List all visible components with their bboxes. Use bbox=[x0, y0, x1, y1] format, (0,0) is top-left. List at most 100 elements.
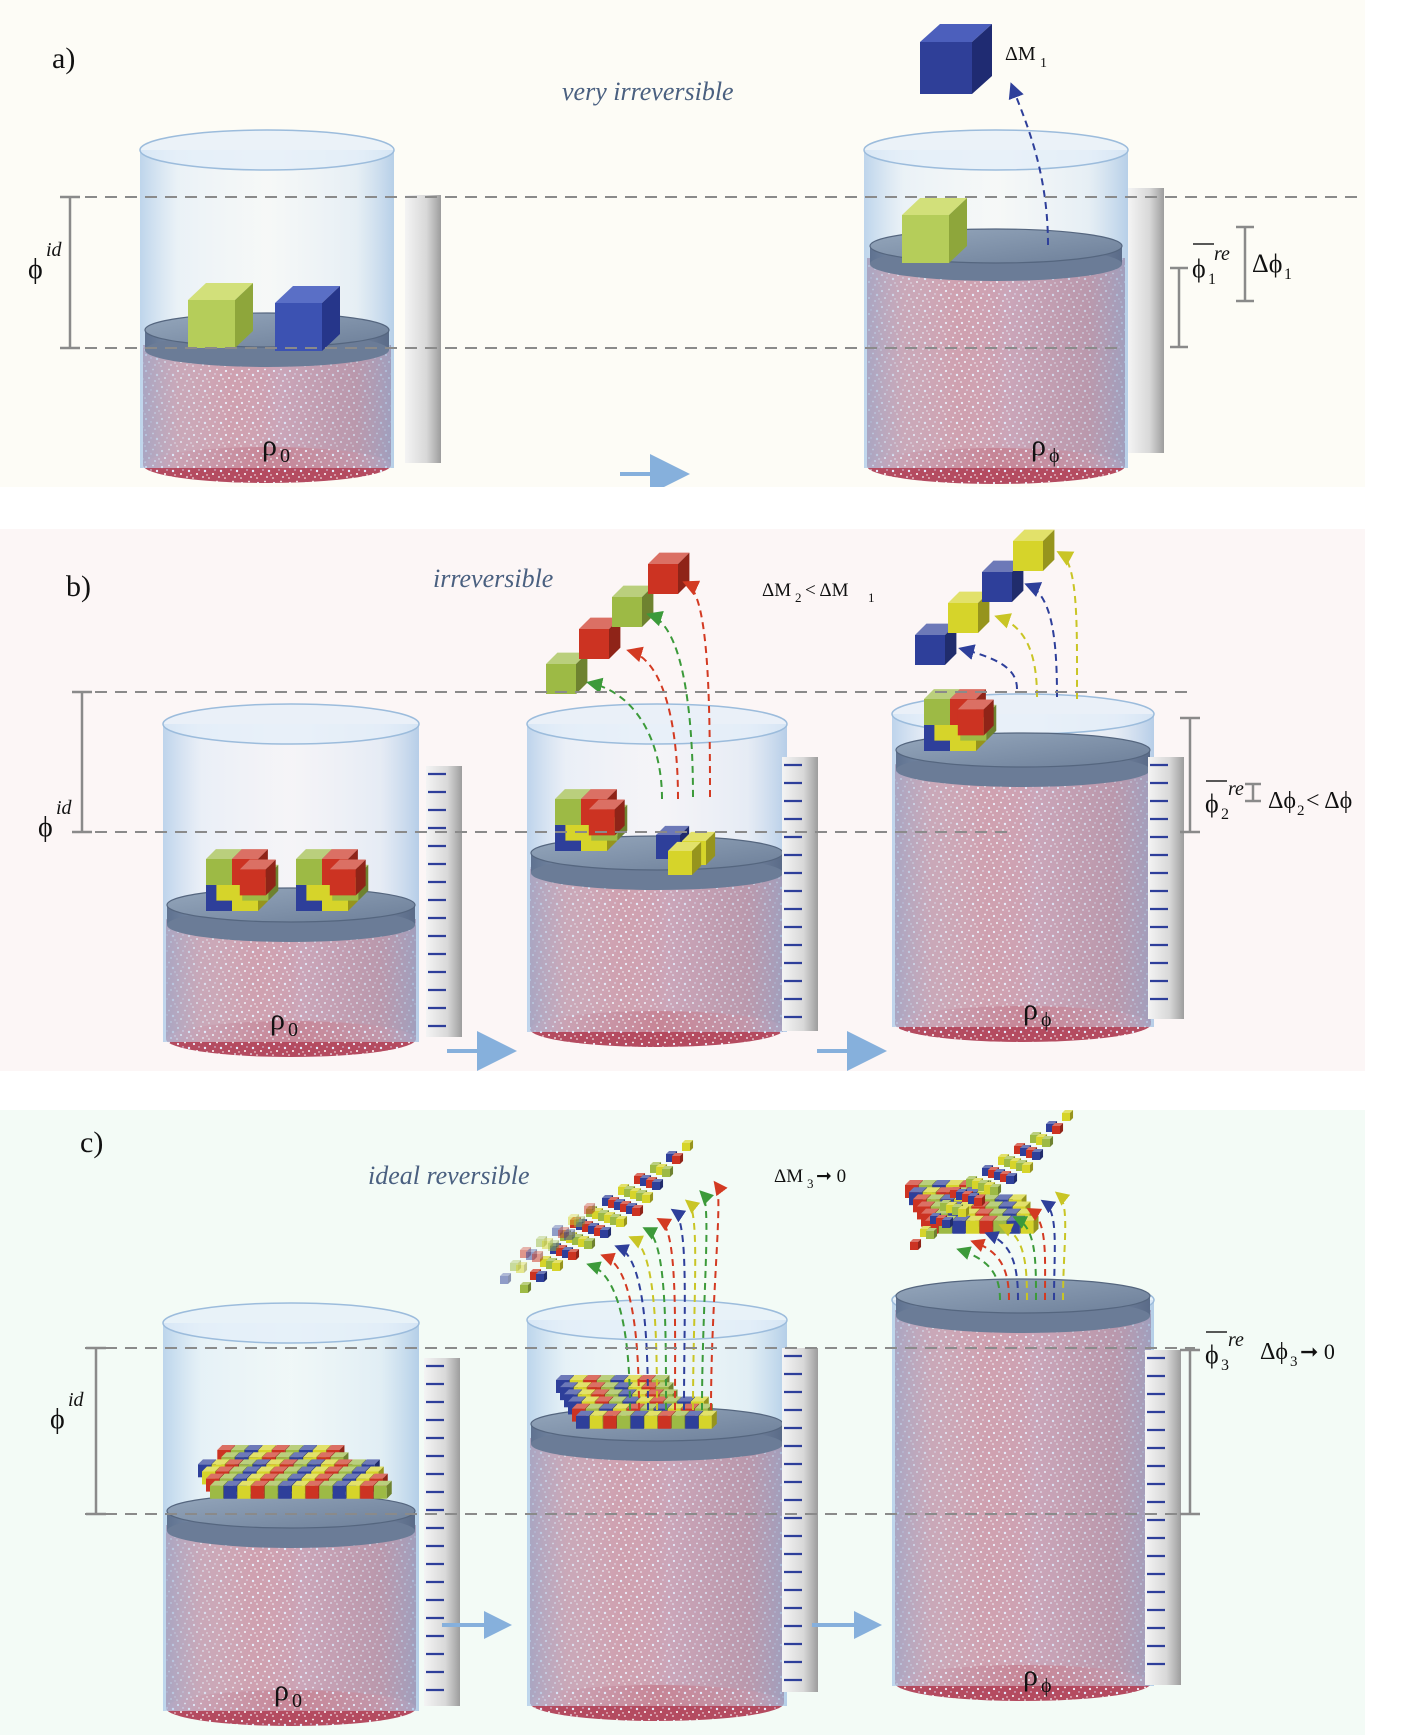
panel-c-label: c) bbox=[80, 1126, 103, 1159]
svg-text:ΔM: ΔM bbox=[762, 580, 791, 601]
removal-path-arrow bbox=[600, 1252, 640, 1411]
cube-flying bbox=[1052, 1122, 1064, 1134]
removal-path-arrow bbox=[1026, 1208, 1047, 1301]
svg-text:0: 0 bbox=[280, 445, 290, 467]
removal-path-arrow bbox=[628, 1235, 658, 1411]
cube-flying bbox=[942, 1216, 954, 1228]
svg-text:1: 1 bbox=[1208, 271, 1216, 288]
svg-text:id: id bbox=[68, 1389, 85, 1411]
panel-b-irreversible: b) irreversible ΔM 2 < ΔM 1 ϕ id ϕ 2 re … bbox=[0, 529, 1365, 1071]
removal-path-arrow bbox=[614, 1244, 649, 1411]
cube-blue bbox=[915, 623, 957, 665]
removal-path-arrow bbox=[994, 613, 1038, 698]
piston bbox=[166, 887, 416, 942]
svg-text:0: 0 bbox=[288, 1019, 298, 1041]
removal-path-arrow bbox=[656, 1218, 677, 1411]
glass-cylinder bbox=[892, 1300, 1154, 1686]
svg-text:Δϕ: Δϕ bbox=[1268, 788, 1296, 814]
removal-path-arrow bbox=[642, 1227, 667, 1411]
cylinder-initial bbox=[162, 703, 420, 1057]
ruler-left bbox=[405, 195, 441, 463]
cylinder-final: ρ ϕ bbox=[863, 129, 1129, 484]
removal-path-arrow bbox=[1024, 582, 1058, 698]
svg-text:1: 1 bbox=[868, 590, 875, 605]
removal-path-arrow bbox=[1008, 82, 1049, 246]
cube-flying bbox=[584, 1202, 596, 1214]
svg-text:id: id bbox=[56, 797, 73, 819]
removal-path-arrow bbox=[646, 611, 694, 798]
removal-path-arrow bbox=[682, 580, 711, 798]
cube-blue bbox=[982, 560, 1024, 602]
cube-flying bbox=[910, 1238, 922, 1250]
cube-red bbox=[239, 859, 276, 896]
cube-flying bbox=[672, 1152, 684, 1164]
panel-c-title: ideal reversible bbox=[368, 1161, 529, 1190]
phi-id-label: ϕ id bbox=[38, 797, 73, 843]
removal-path-arrow bbox=[1054, 1191, 1071, 1301]
svg-text:ϕ: ϕ bbox=[1192, 254, 1206, 283]
svg-text:3: 3 bbox=[1221, 1357, 1229, 1374]
piston bbox=[166, 1493, 416, 1548]
removal-path-arrow bbox=[684, 1199, 701, 1411]
ruler-2 bbox=[782, 1348, 818, 1692]
svg-text:Δϕ: Δϕ bbox=[1252, 249, 1282, 278]
svg-text:➞ 0: ➞ 0 bbox=[816, 1166, 846, 1187]
svg-text:2: 2 bbox=[1221, 806, 1229, 823]
piston bbox=[895, 1278, 1151, 1333]
cube-cluster bbox=[206, 849, 279, 911]
cube-small bbox=[698, 1410, 717, 1429]
removal-path-arrow bbox=[998, 1223, 1028, 1301]
svg-text:ϕ: ϕ bbox=[50, 1404, 65, 1435]
delta-phi-bracket bbox=[1245, 782, 1261, 803]
svg-text:ΔM: ΔM bbox=[1005, 43, 1036, 65]
svg-text:re: re bbox=[1228, 1329, 1244, 1351]
removal-path-arrow bbox=[970, 1238, 1010, 1301]
cube-flying bbox=[1006, 1172, 1018, 1184]
svg-text:2: 2 bbox=[1297, 803, 1305, 819]
svg-text:re: re bbox=[1228, 778, 1244, 800]
svg-text:3: 3 bbox=[1290, 1354, 1298, 1370]
phi-id-bracket bbox=[60, 195, 80, 350]
removal-path-arrow bbox=[626, 646, 679, 800]
cube-small bbox=[373, 1480, 392, 1499]
phi-re-label: ϕ 3 re bbox=[1205, 1329, 1244, 1374]
rho-final-label: ρ ϕ bbox=[1023, 993, 1052, 1031]
cube-pile bbox=[198, 1445, 392, 1499]
delta-phi-label: Δϕ 1 bbox=[1252, 249, 1292, 283]
removal-path-arrow bbox=[1040, 1199, 1057, 1301]
rho-final-label: ρ ϕ bbox=[1023, 1659, 1052, 1697]
phi-re-bracket bbox=[1170, 266, 1188, 349]
delta-phi-bracket bbox=[1236, 225, 1254, 303]
cube-green bbox=[188, 283, 253, 348]
removal-path-arrow bbox=[710, 1180, 728, 1411]
panel-a-label: a) bbox=[52, 42, 75, 75]
panel-c-scene: c) ideal reversible ΔM 3 ➞ 0 ϕ id ϕ 3 re… bbox=[0, 1110, 1365, 1735]
cube-flying bbox=[532, 1250, 544, 1262]
removal-path-arrow bbox=[670, 1208, 687, 1411]
removal-path-arrow bbox=[958, 644, 1018, 690]
cube-flying bbox=[616, 1215, 628, 1227]
svg-text:ρ: ρ bbox=[1023, 993, 1038, 1026]
cube-flying bbox=[1022, 1161, 1034, 1173]
cylinder-initial bbox=[162, 1302, 420, 1726]
cube-yellow bbox=[668, 841, 702, 875]
cube-flying bbox=[642, 1191, 654, 1203]
removal-path-arrow bbox=[586, 1261, 631, 1411]
cube-flying bbox=[536, 1270, 548, 1282]
cube-flying-grid bbox=[910, 1110, 1074, 1250]
cube-flying bbox=[1032, 1148, 1044, 1160]
cube-flying bbox=[1042, 1135, 1054, 1147]
cube-red bbox=[329, 859, 366, 896]
svg-text:ϕ: ϕ bbox=[1205, 789, 1219, 818]
cube-flying bbox=[990, 1183, 1002, 1195]
svg-text:ϕ: ϕ bbox=[28, 254, 43, 285]
svg-text:ϕ: ϕ bbox=[1041, 1675, 1052, 1697]
ruler-2 bbox=[782, 757, 818, 1031]
cube-flying bbox=[574, 1215, 586, 1227]
phi-id-bracket bbox=[72, 690, 92, 834]
svg-text:ϕ: ϕ bbox=[38, 812, 53, 843]
phi-re-bracket bbox=[1180, 716, 1200, 834]
cube-flying bbox=[652, 1178, 664, 1190]
removal-path-arrow bbox=[1012, 1216, 1037, 1301]
rho-initial-label: ρ 0 bbox=[274, 1674, 302, 1712]
